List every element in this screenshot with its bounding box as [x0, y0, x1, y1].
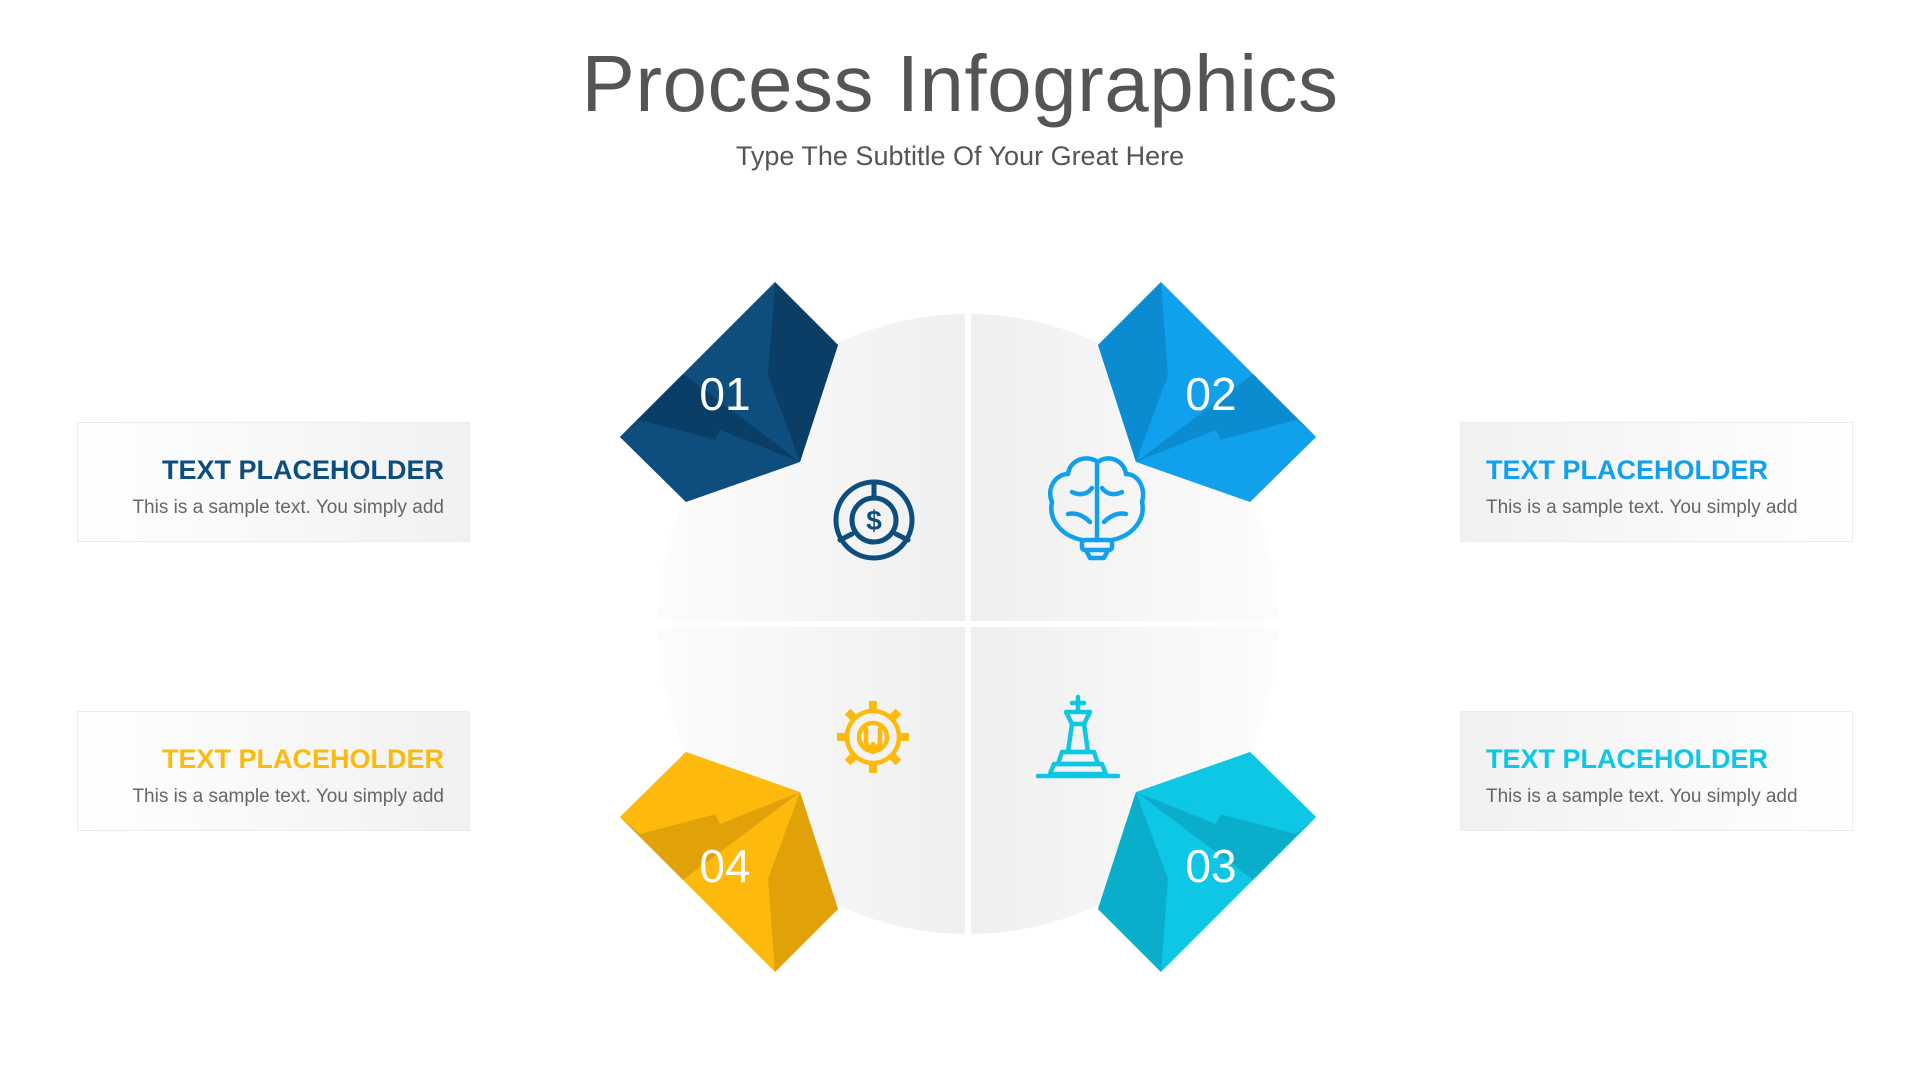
- step-03-text: This is a sample text. You simply add: [1486, 786, 1798, 807]
- page-title: Process Infographics: [581, 39, 1339, 128]
- step-03-arrow: 03: [1098, 752, 1316, 972]
- step-03-textbox: TEXT PLACEHOLDER This is a sample text. …: [1460, 711, 1853, 831]
- step-01-text: This is a sample text. You simply add: [132, 497, 444, 518]
- step-01-heading: TEXT PLACEHOLDER: [161, 455, 444, 485]
- step-03-heading: TEXT PLACEHOLDER: [1486, 744, 1769, 774]
- step-04-textbox: TEXT PLACEHOLDER This is a sample text. …: [77, 711, 470, 831]
- gear-tooth: [844, 708, 858, 722]
- gear-tooth: [888, 708, 902, 722]
- step-04-text: This is a sample text. You simply add: [132, 786, 444, 807]
- chess-king-icon: [1035, 694, 1121, 779]
- step-04-number: 04: [699, 840, 750, 892]
- step-02-heading: TEXT PLACEHOLDER: [1486, 455, 1769, 485]
- step-01-textbox: TEXT PLACEHOLDER This is a sample text. …: [77, 422, 470, 542]
- gear-tooth: [888, 752, 902, 766]
- step-01-arrow: 01: [620, 282, 838, 502]
- page-subtitle: Type The Subtitle Of Your Great Here: [735, 141, 1185, 171]
- dollar-target-icon: $: [833, 479, 915, 561]
- step-02-number: 02: [1185, 368, 1236, 420]
- gear-wrench-icon: [837, 701, 909, 773]
- step-03-number: 03: [1185, 840, 1236, 892]
- step-04-arrow: 04: [620, 752, 838, 972]
- step-02-arrow: 02: [1098, 282, 1316, 502]
- step-02-text: This is a sample text. You simply add: [1486, 497, 1798, 518]
- gear-tooth: [844, 752, 858, 766]
- svg-text:$: $: [866, 505, 882, 536]
- brain-bulb-icon: [1048, 456, 1146, 561]
- step-01-number: 01: [699, 368, 750, 420]
- step-04-heading: TEXT PLACEHOLDER: [161, 744, 444, 774]
- step-02-textbox: TEXT PLACEHOLDER This is a sample text. …: [1460, 422, 1853, 542]
